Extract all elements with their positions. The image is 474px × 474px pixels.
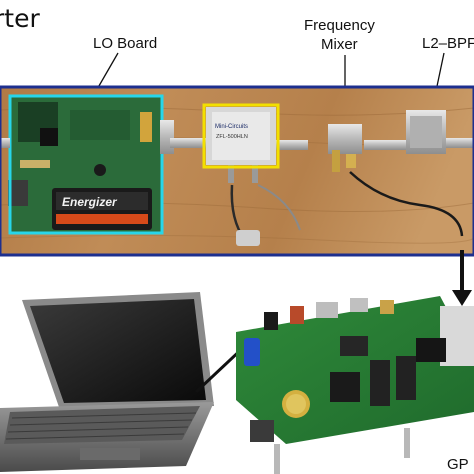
l2-bpf-label: L2–BPF bbox=[422, 35, 474, 52]
battery: Energizer bbox=[52, 188, 152, 230]
signal-arrow bbox=[452, 250, 472, 306]
gps-label-fragment: GP bbox=[447, 456, 469, 473]
amplifier-highlight bbox=[202, 103, 280, 169]
lo-board-label: LO Board bbox=[93, 35, 158, 52]
title-fragment: rter bbox=[0, 4, 40, 33]
top-panel-frame bbox=[0, 85, 474, 257]
gps-receiver-board bbox=[236, 296, 474, 474]
battery-brand: Energizer bbox=[62, 195, 118, 209]
amplifier: Mini-Circuits ZFL-500HLN bbox=[206, 107, 276, 183]
rf-front-end-photo: Energizer Mini-Circuits ZFL-500HLN bbox=[0, 87, 474, 255]
mini-circuits-text: Mini-Circuits bbox=[215, 124, 248, 130]
part-number-text: ZFL-500HLN bbox=[216, 134, 248, 140]
l2-bpf bbox=[406, 110, 446, 154]
lo-board-highlight bbox=[8, 94, 164, 235]
frequency-mixer bbox=[328, 124, 362, 172]
lo-board: Energizer bbox=[8, 95, 162, 232]
frequency-label: Frequency bbox=[304, 17, 375, 34]
laptop bbox=[0, 292, 214, 472]
mixer-label: Mixer bbox=[321, 36, 358, 53]
